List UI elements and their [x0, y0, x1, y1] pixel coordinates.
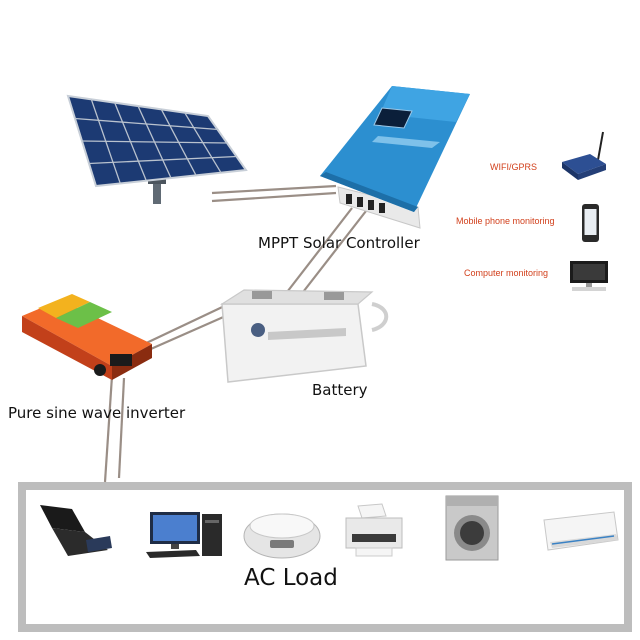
cable-solar-controller-2 [211, 191, 337, 203]
mobile-monitoring-label: Mobile phone monitoring [456, 216, 555, 226]
wifi-gprs-label: WIFI/GPRS [490, 162, 537, 172]
computer-monitoring-label: Computer monitoring [464, 268, 548, 278]
cable-solar-controller-1 [211, 184, 337, 195]
cable-inverter-load-2 [117, 377, 126, 479]
desktop-computer-icon [146, 512, 222, 558]
ac-load-label: AC Load [244, 565, 338, 591]
battery-label: Battery [312, 381, 368, 399]
inverter-icon [22, 294, 152, 380]
cable-inverter-load-1 [103, 375, 114, 483]
inverter-label: Pure sine wave inverter [8, 404, 186, 422]
cables [103, 184, 367, 483]
rice-cooker-icon [243, 513, 321, 559]
cable-controller-battery-1 [283, 207, 353, 297]
printer-icon [345, 503, 403, 557]
controller-label: MPPT Solar Controller [258, 234, 420, 252]
wifi-module-icon [562, 131, 606, 180]
solar-panel-icon [66, 94, 248, 204]
computer-monitor-icon [570, 261, 608, 291]
mobile-phone-icon [582, 204, 599, 242]
cable-controller-battery-2 [299, 210, 367, 297]
air-conditioner-icon [543, 511, 619, 551]
ac-load-frame [18, 482, 632, 632]
washing-machine-icon [445, 495, 499, 561]
laptop-icon [40, 505, 112, 556]
mppt-controller-icon [320, 86, 470, 229]
battery-icon [219, 289, 389, 383]
